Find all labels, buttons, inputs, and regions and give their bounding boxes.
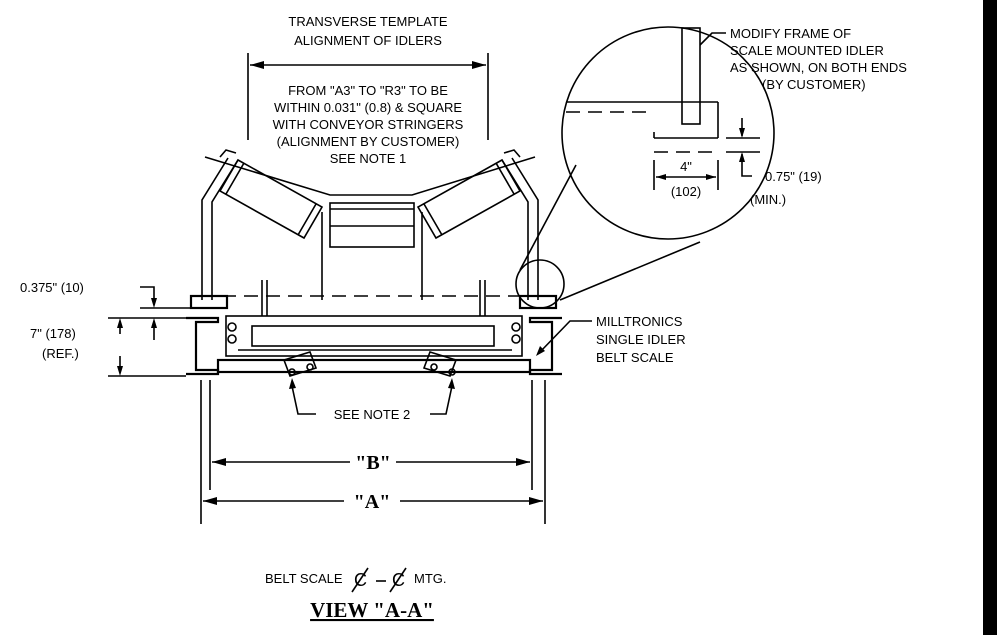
dim-B-lines [209,380,533,490]
see-note-2-label: SEE NOTE 2 [334,407,411,422]
dim-7in-label: 7" (178) [30,326,76,341]
milltronics-label-line2: SINGLE IDLER [596,332,686,347]
mtg-caption: MTG. [414,571,447,586]
left-wing-roller [218,158,324,240]
from-note-line5: SEE NOTE 1 [330,151,407,166]
dim-A-lines [200,380,546,524]
milltronics-leader [536,320,592,356]
sheet-border [983,0,997,635]
belt-scale-caption: BELT SCALE [265,571,343,586]
belt-scale-body [216,315,532,374]
load-cells [282,351,458,377]
dim-ref-label: (REF.) [42,346,79,361]
detail-leader-top [519,164,577,271]
dim-7in-lines [108,317,186,377]
dim-102-label: (102) [671,184,701,199]
dim-0375-lines [140,286,190,340]
modify-note-line3: AS SHOWN, ON BOTH ENDS [730,60,907,75]
transverse-label-line2: ALIGNMENT OF IDLERS [294,33,442,48]
template-width-dimension [247,53,489,140]
left-stringer [186,294,237,376]
from-note-line3: WITH CONVEYOR STRINGERS [273,117,464,132]
from-note-line1: FROM "A3" TO "R3" TO BE [288,83,448,98]
modify-note-line2: SCALE MOUNTED IDLER [730,43,884,58]
dim-4in-label: 4" [680,159,692,174]
center-roller [321,202,423,300]
idler-frame [201,149,539,300]
from-note-line2: WITHIN 0.031" (0.8) & SQUARE [274,100,462,115]
see-note-2-leaders [289,378,455,415]
detail-callout-circle [515,259,565,309]
milltronics-label-line1: MILLTRONICS [596,314,683,329]
dim-B-label: "B" [355,452,391,474]
dim-075-label: 0.75" (19) [765,169,822,184]
dim-A-label: "A" [354,491,391,513]
right-wing-roller [416,158,522,240]
milltronics-label-line3: BELT SCALE [596,350,674,365]
from-note-line4: (ALIGNMENT BY CUSTOMER) [277,134,460,149]
modify-note-line4: (BY CUSTOMER) [762,77,866,92]
detail-leader-bottom [559,241,701,301]
transverse-label-line1: TRANSVERSE TEMPLATE [288,14,447,29]
view-title: VIEW "A-A" [310,598,434,622]
dim-min-label: (MIN.) [750,192,786,207]
magnified-detail [561,26,775,240]
dim-075-lines [726,118,760,177]
modify-leader [699,32,726,46]
centerline-symbols: C C [351,567,407,593]
mounting-bolts [261,280,486,316]
modify-note-line1: MODIFY FRAME OF [730,26,851,41]
dim-0375-label: 0.375" (10) [20,280,84,295]
